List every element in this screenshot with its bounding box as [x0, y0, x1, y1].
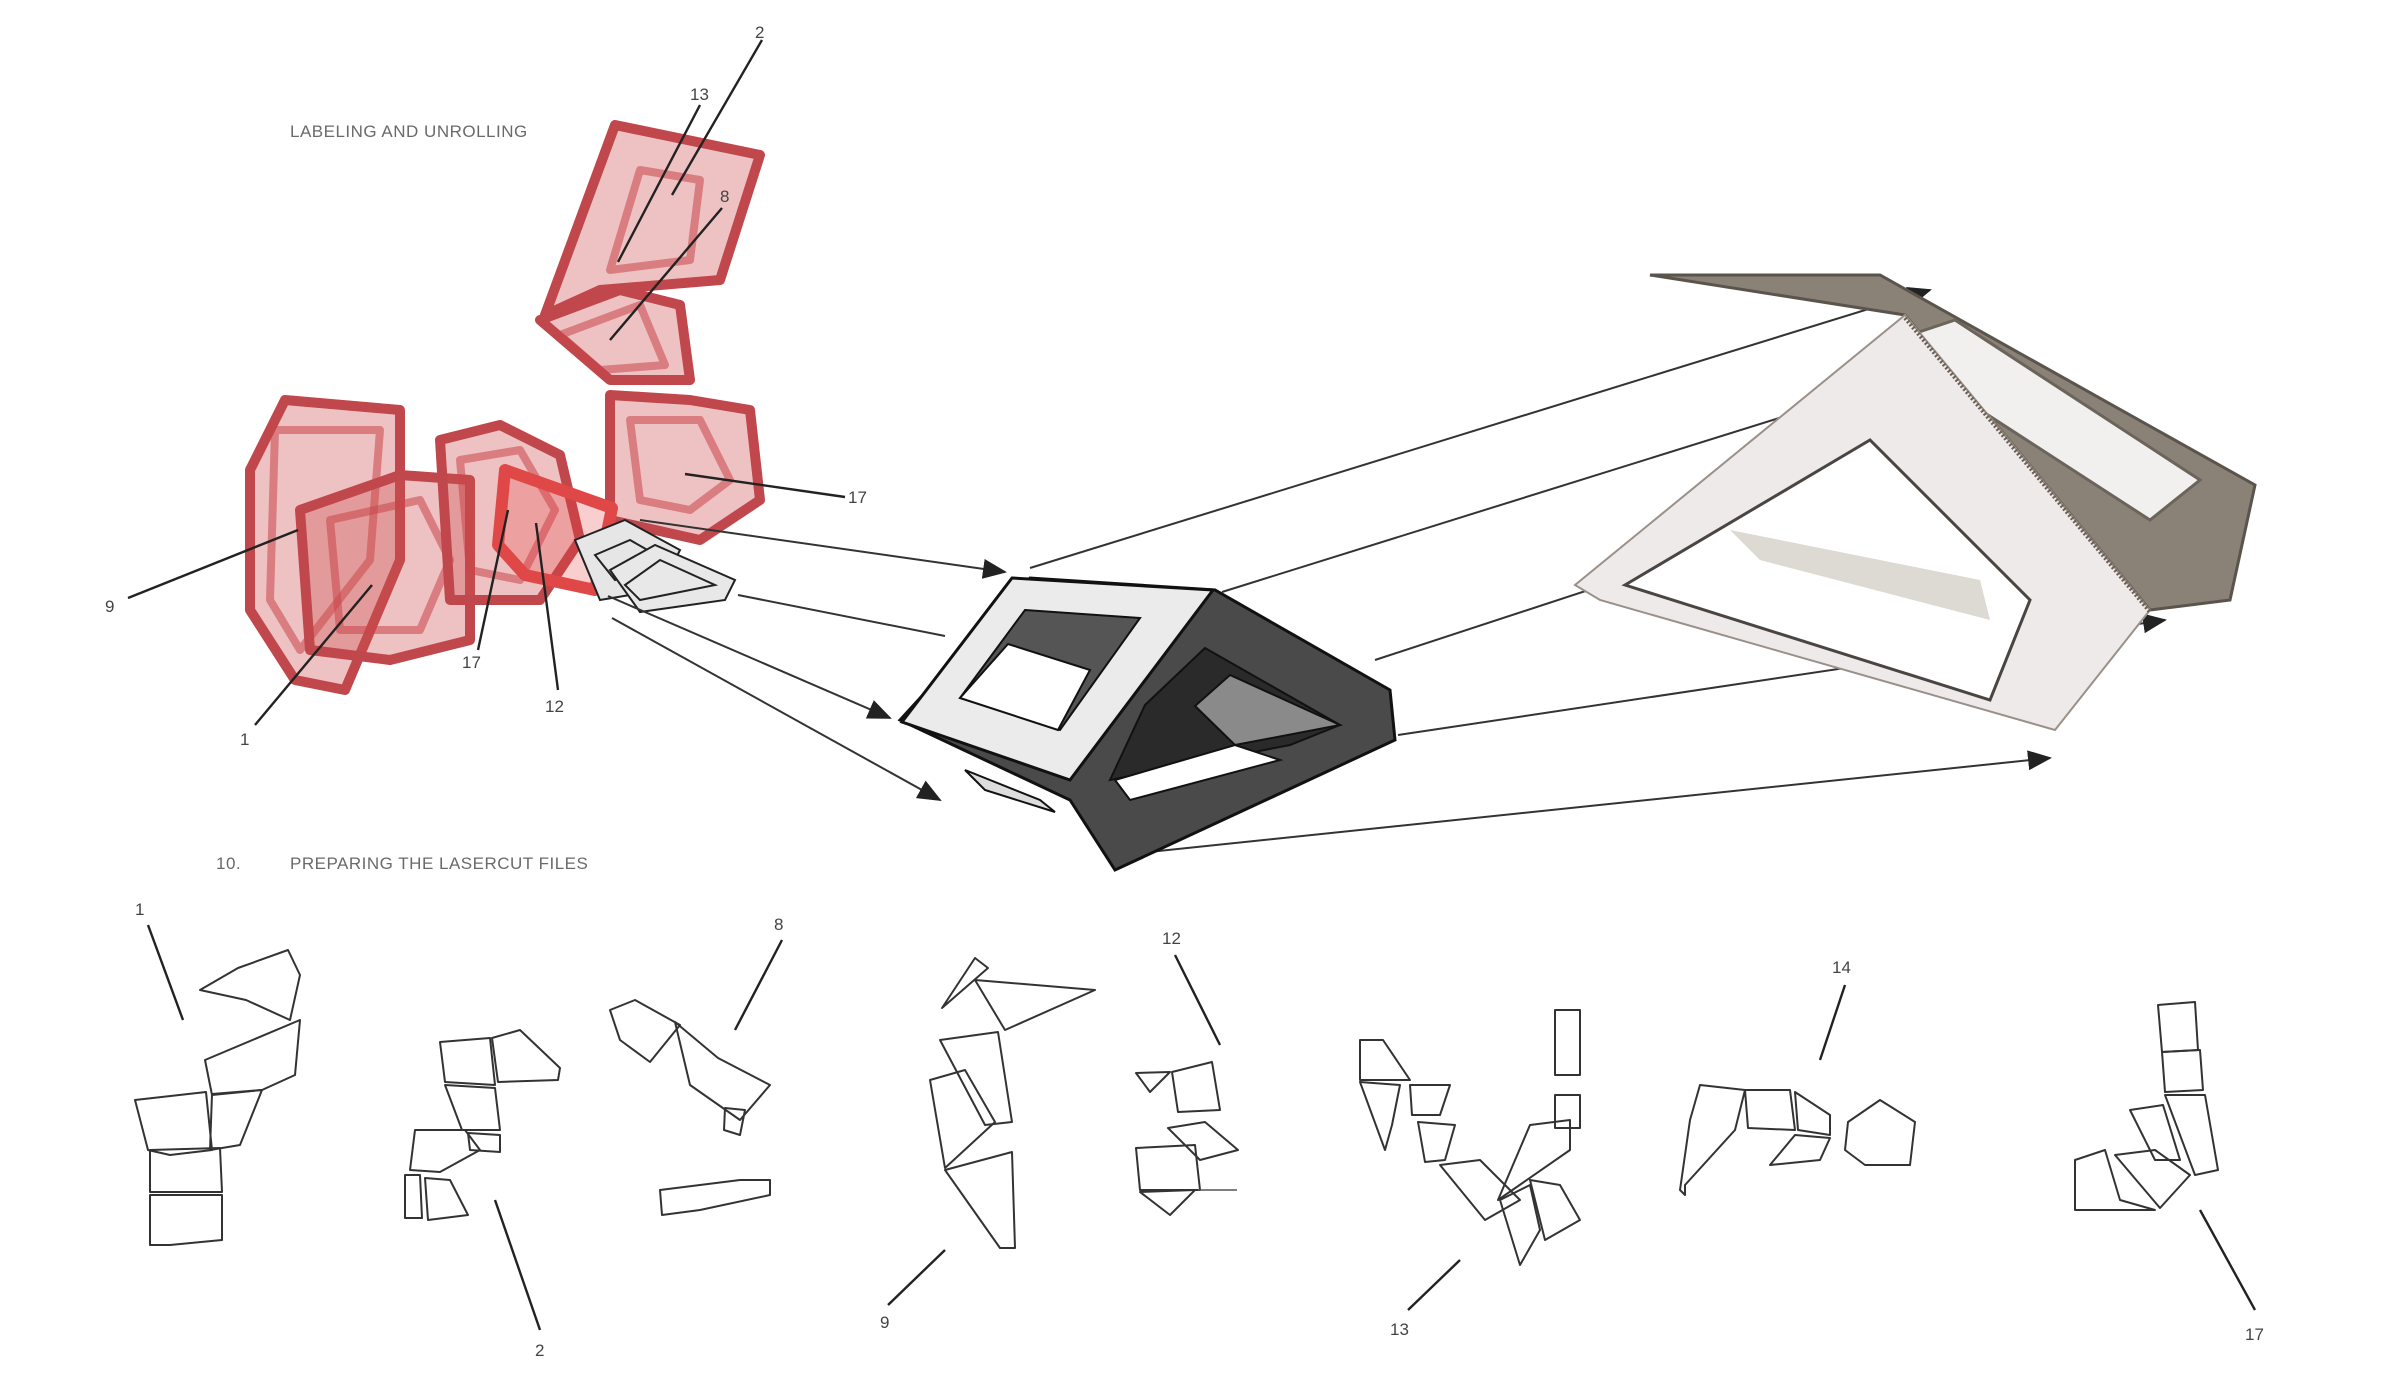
callout-13: 13 — [690, 85, 709, 104]
unrolled-parts: 1 2 8 — [134, 900, 2264, 1360]
callout-12: 12 — [545, 697, 564, 716]
unrolled-part-1: 1 — [134, 900, 301, 1246]
physical-model-photo — [1573, 273, 2257, 732]
unrolled-part-9: 9 — [880, 957, 1096, 1332]
part-label-2: 2 — [535, 1341, 544, 1360]
callout-17-left: 17 — [462, 653, 481, 672]
callout-2: 2 — [755, 23, 764, 42]
callout-8: 8 — [720, 187, 729, 206]
part-label-9: 9 — [880, 1313, 889, 1332]
labeling-heading: LABELING AND UNROLLING — [290, 122, 528, 141]
part-label-12: 12 — [1162, 929, 1181, 948]
step-title: PREPARING THE LASERCUT FILES — [290, 854, 589, 873]
callout-9: 9 — [105, 597, 114, 616]
unrolled-part-8: 8 — [609, 915, 783, 1216]
unrolled-part-12: 12 — [1135, 929, 1239, 1216]
unrolled-part-13: 13 — [1359, 1009, 1581, 1339]
part-label-17: 17 — [2245, 1325, 2264, 1344]
flattened-piece — [573, 518, 737, 614]
step-number: 10. — [216, 854, 242, 873]
model-callouts: 2 13 8 9 1 17 12 17 — [105, 23, 867, 749]
callout-17-right: 17 — [848, 488, 867, 507]
red-model — [245, 120, 765, 695]
part-label-13: 13 — [1390, 1320, 1409, 1339]
rendered-frame — [897, 576, 1397, 872]
unrolled-part-17: 17 — [2074, 1001, 2264, 1344]
part-label-8: 8 — [774, 915, 783, 934]
part-label-1: 1 — [135, 900, 144, 919]
part-label-14: 14 — [1832, 958, 1851, 977]
unrolled-part-2: 2 — [404, 1029, 561, 1360]
unrolled-part-14: 14 — [1679, 958, 1916, 1196]
callout-1: 1 — [240, 730, 249, 749]
